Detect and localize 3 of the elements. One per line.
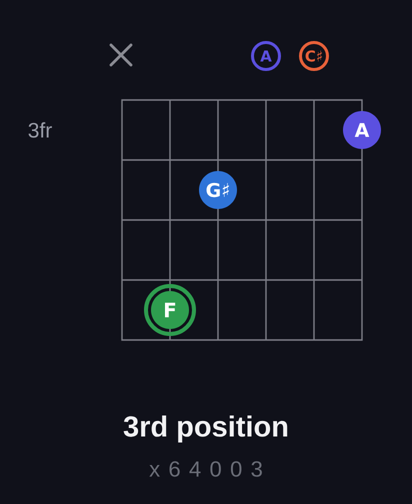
chord-title: 3rd position [124,415,288,443]
fingering-caption: x 6 4 0 0 3 [149,461,262,477]
fret-number: 3fr [28,122,52,138]
